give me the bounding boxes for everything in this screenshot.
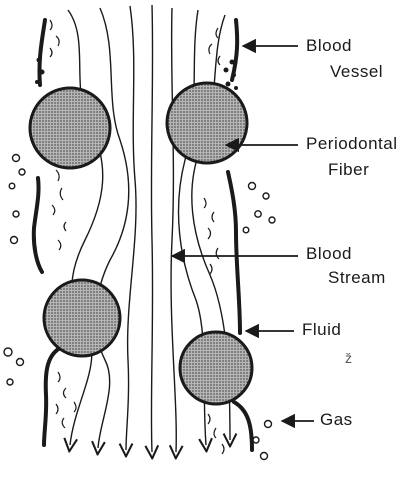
label-fluid: Fluid <box>302 320 341 340</box>
fiber-circle-upper-left <box>30 88 110 168</box>
label-blood-stream-line1: Blood <box>306 244 352 264</box>
label-stray-mark: ž <box>345 350 353 366</box>
label-gas: Gas <box>320 410 353 430</box>
fiber-circle-upper-right <box>167 83 247 163</box>
label-blood-vessel-line1: Blood <box>306 36 352 56</box>
label-blood-stream-line2: Stream <box>328 268 386 288</box>
fiber-circle-lower-left <box>44 280 120 356</box>
label-periodontal-line1: Periodontal <box>306 134 398 154</box>
periodontal-fibers <box>30 83 252 404</box>
label-blood-vessel-line2: Vessel <box>330 62 383 82</box>
fiber-circle-lower-right <box>180 332 252 404</box>
label-periodontal-line2: Fiber <box>328 160 369 180</box>
